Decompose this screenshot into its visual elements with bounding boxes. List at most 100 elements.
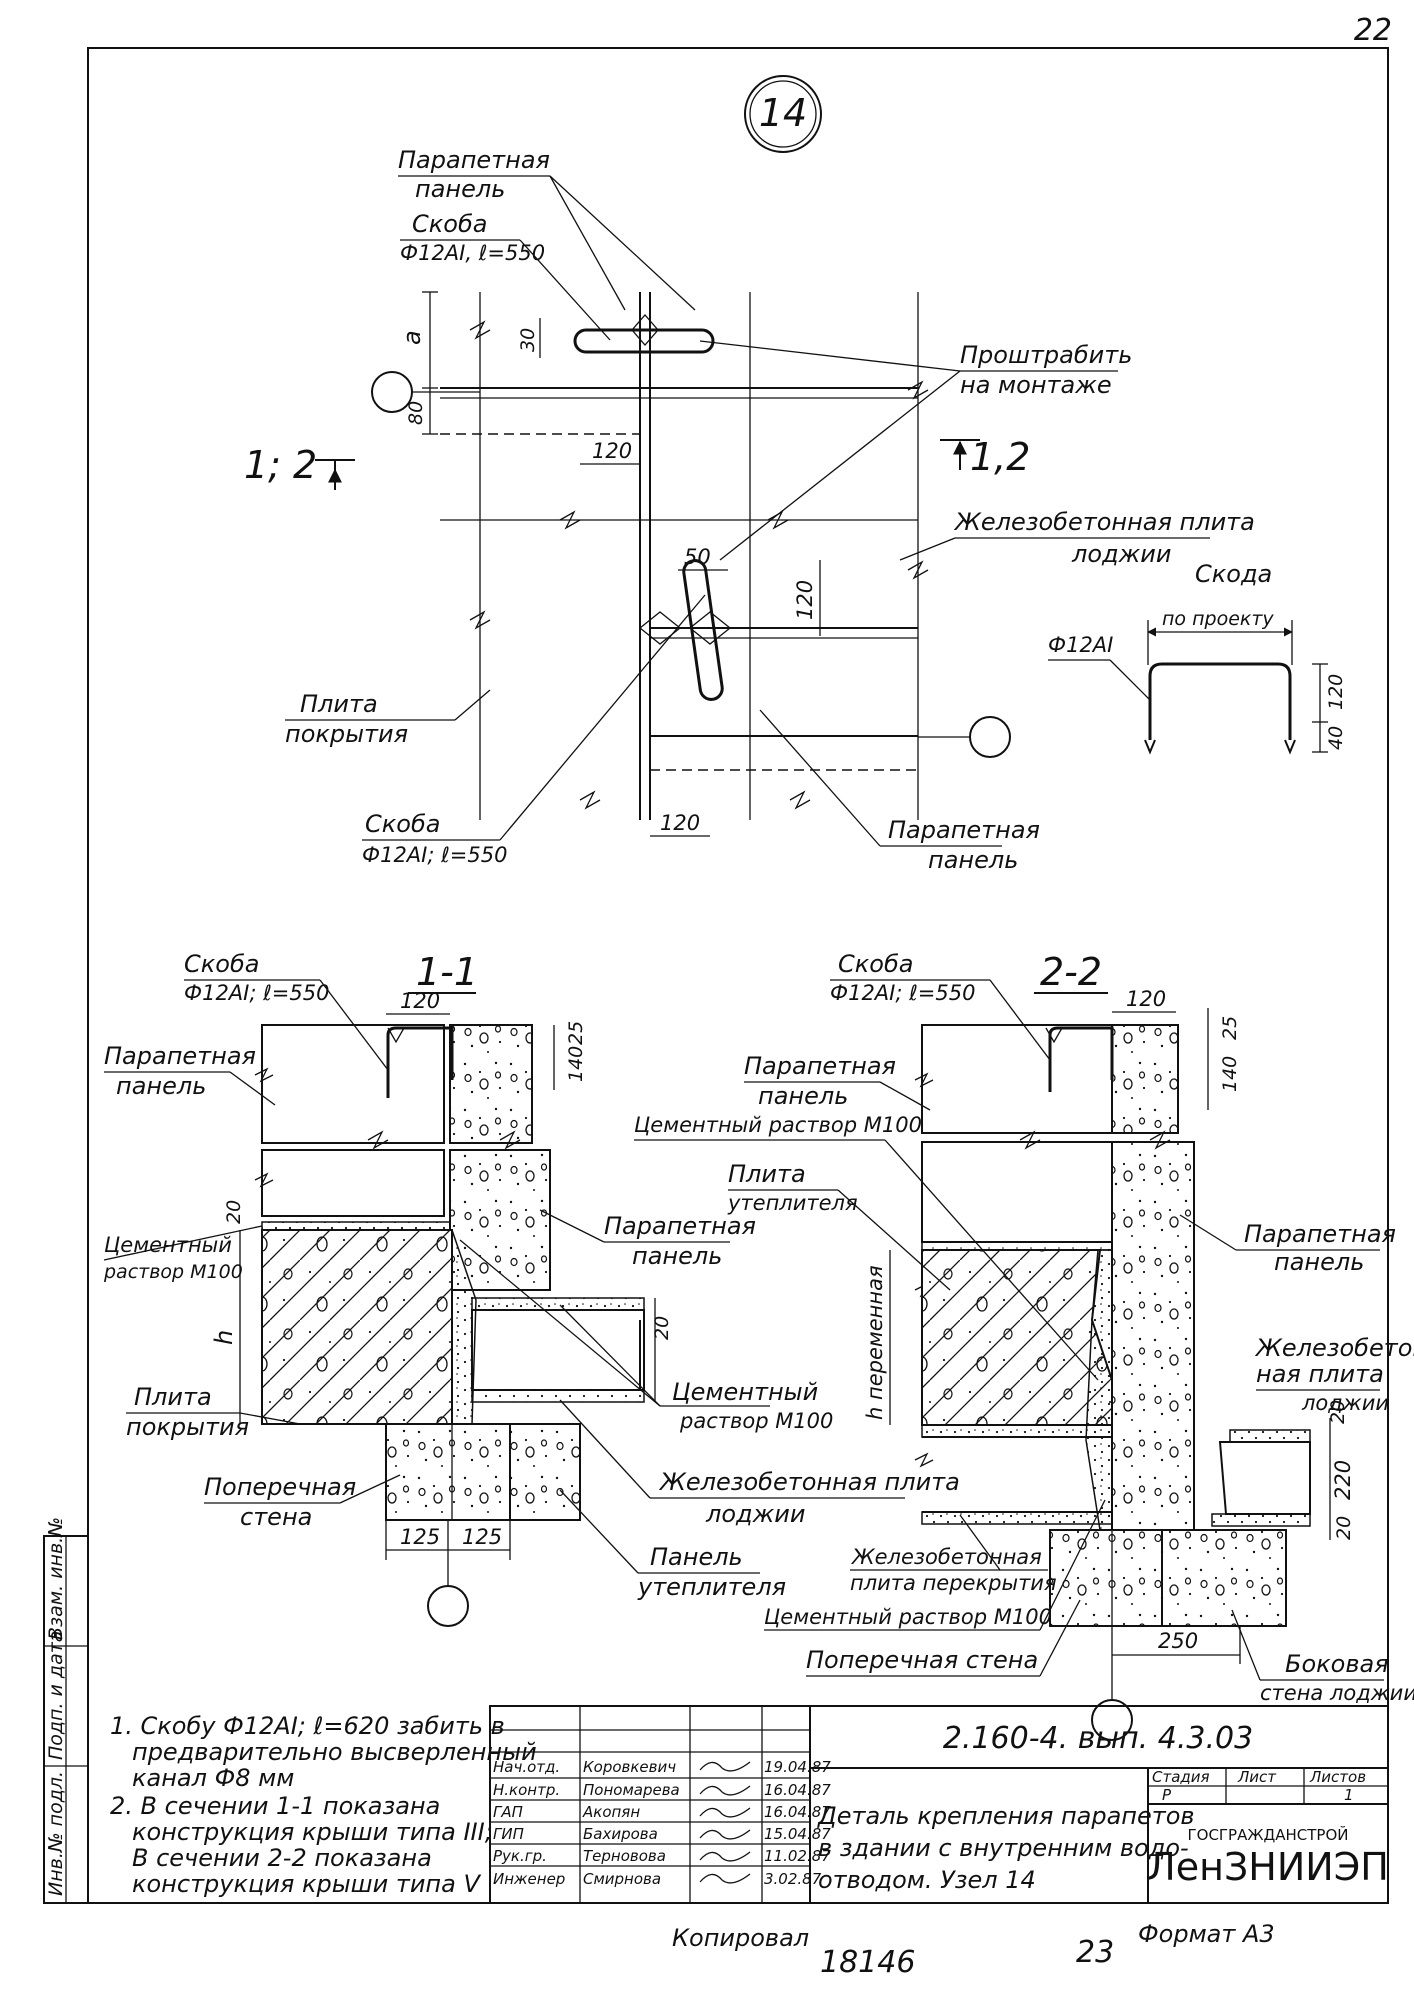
- leader: [499, 594, 706, 841]
- label-skoba-b: Ф12АI, ℓ=550: [400, 241, 545, 265]
- s1-loggia-a: Железобетонная плита: [658, 1468, 960, 1496]
- note-line: 2. В сечении 1-1 показана: [110, 1792, 440, 1820]
- s1-roof-a: Плита: [134, 1383, 212, 1411]
- label-loggia-a: Железобетонная плита: [953, 508, 1255, 536]
- tb-role: ГАП: [493, 1803, 523, 1821]
- skoba-detail: Скода по проекту Ф12АI 120 40: [1048, 560, 1347, 755]
- label-weld-a: Проштрабить: [960, 341, 1132, 369]
- leader: [1109, 659, 1151, 701]
- s2-parapet2-a: Парапетная: [1244, 1220, 1396, 1248]
- s2-dim-20b: 20: [1333, 1516, 1355, 1540]
- s2-floor-b: плита перекрытия: [850, 1571, 1057, 1595]
- s2-cement-top: Цементный раствор М100: [634, 1113, 922, 1137]
- plan-view: 1; 2 1,2 а 80 30 120 50 120 120 Парапетн…: [244, 146, 1255, 874]
- footer-copied: Копировал: [672, 1924, 809, 1952]
- dim-30: 30: [517, 328, 539, 352]
- dim-a: а: [398, 330, 426, 345]
- leader: [103, 1225, 263, 1261]
- note-line: конструкция крыши типа V: [132, 1870, 481, 1898]
- tb-name: Пономарева: [583, 1781, 680, 1799]
- label-skoba2-a: Скоба: [365, 810, 440, 838]
- break-mark: [907, 380, 929, 400]
- s2-insul-b: утеплителя: [727, 1191, 858, 1215]
- s1-dim-125-a: 125: [400, 1525, 440, 1549]
- s1-cross-a: Поперечная: [204, 1473, 356, 1501]
- s2-side-b: стена лоджии: [1260, 1681, 1414, 1705]
- skoba-detail-title: Скода: [1195, 560, 1272, 588]
- tb-role: Рук.гр.: [493, 1847, 547, 1865]
- s2-cement-bottom: Цементный раствор М100: [764, 1605, 1052, 1629]
- cement-layer: [921, 1241, 1113, 1251]
- parapet-panel-lower-left: [261, 1149, 445, 1217]
- s1-cross-b: стена: [240, 1503, 312, 1531]
- label-skoba2-b: Ф12АI; ℓ=550: [362, 843, 507, 867]
- signature: [699, 1761, 751, 1772]
- label-loggia-b: лоджии: [1071, 540, 1171, 568]
- label-parapet2-b: панель: [928, 846, 1018, 874]
- s2-parapet-a: Парапетная: [744, 1052, 896, 1080]
- stamp-cell-1: Взам. инв.№: [45, 1517, 67, 1640]
- cross-wall: [1049, 1529, 1163, 1627]
- parapet-panel-upper-left: [921, 1024, 1113, 1134]
- leader: [229, 1071, 276, 1106]
- leader: [454, 689, 491, 721]
- ref-circle: [969, 716, 1011, 758]
- leader: [719, 370, 961, 561]
- tb-name: Смирнова: [583, 1870, 661, 1888]
- break-mark: [1149, 1130, 1171, 1150]
- s1-parapet2-a: Парапетная: [604, 1212, 756, 1240]
- s1-parapet-b: панель: [116, 1072, 206, 1100]
- tb-date: 16.04.87: [764, 1781, 831, 1799]
- tb-sheets-header: Листов: [1309, 1768, 1366, 1786]
- cement-layer: [261, 1221, 451, 1231]
- tb-date: 16.04.87: [764, 1803, 831, 1821]
- skoba-rebar: Ф12АI: [1048, 633, 1113, 657]
- s2-skoba-b: Ф12АI; ℓ=550: [830, 981, 975, 1005]
- s1-dim-140: 140: [565, 1046, 587, 1082]
- leader: [549, 175, 626, 311]
- leader: [759, 709, 881, 847]
- leader: [1179, 1214, 1237, 1251]
- staple-section: [386, 1026, 454, 1098]
- signature: [699, 1829, 751, 1840]
- node-marker: 14: [744, 75, 822, 153]
- node-number: 14: [759, 91, 807, 135]
- s1-cement2-a: Цементный: [672, 1378, 818, 1406]
- leader: [837, 1189, 951, 1291]
- staple-groove: [1045, 1027, 1063, 1044]
- parapet-panel-upper-left: [261, 1024, 445, 1144]
- staple-groove: [387, 1027, 405, 1044]
- parapet-panel-lower-right: [449, 1149, 551, 1291]
- s2-parapet2-b: панель: [1274, 1248, 1364, 1276]
- break-mark: [254, 1172, 274, 1188]
- staple-shape: [1148, 662, 1292, 740]
- s1-loggia-b: лоджии: [705, 1500, 805, 1528]
- side-wall: [1161, 1529, 1287, 1627]
- break-mark: [789, 790, 811, 810]
- loggia-slab-top: [1229, 1429, 1311, 1443]
- s2-dim-250: 250: [1158, 1629, 1198, 1653]
- s1-cement2-b: раствор М100: [679, 1409, 833, 1433]
- note-line: 1. Скобу Ф12АI; ℓ=620 забить в: [110, 1712, 505, 1740]
- tb-role: Н.контр.: [493, 1781, 560, 1799]
- footer-number-left: 18146: [820, 1945, 915, 1980]
- label-weld-b: на монтаже: [960, 371, 1112, 399]
- footer-number-right: 23: [1076, 1935, 1114, 1970]
- s1-parapet2-b: панель: [632, 1242, 722, 1270]
- tb-stage: Р: [1162, 1786, 1172, 1804]
- label-roof-a: Плита: [300, 690, 378, 718]
- tb-role: Нач.отд.: [493, 1758, 560, 1776]
- dim-120-bottom: 120: [660, 811, 700, 835]
- tb-role: Инженер: [493, 1870, 565, 1888]
- note-line: предварительно высверленный: [132, 1738, 537, 1766]
- tb-stage-header: Стадия: [1152, 1768, 1210, 1786]
- tb-name: Коровкевич: [583, 1758, 676, 1776]
- skoba-dim-120: 120: [1325, 674, 1347, 710]
- insulation-layer: [261, 1229, 453, 1425]
- dim-120-top: 120: [592, 439, 632, 463]
- s1-skoba-a: Скоба: [184, 950, 259, 978]
- leader: [239, 1412, 301, 1425]
- leader: [884, 1139, 1099, 1381]
- tb-sheet-header: Лист: [1237, 1768, 1277, 1786]
- leader: [559, 1304, 661, 1407]
